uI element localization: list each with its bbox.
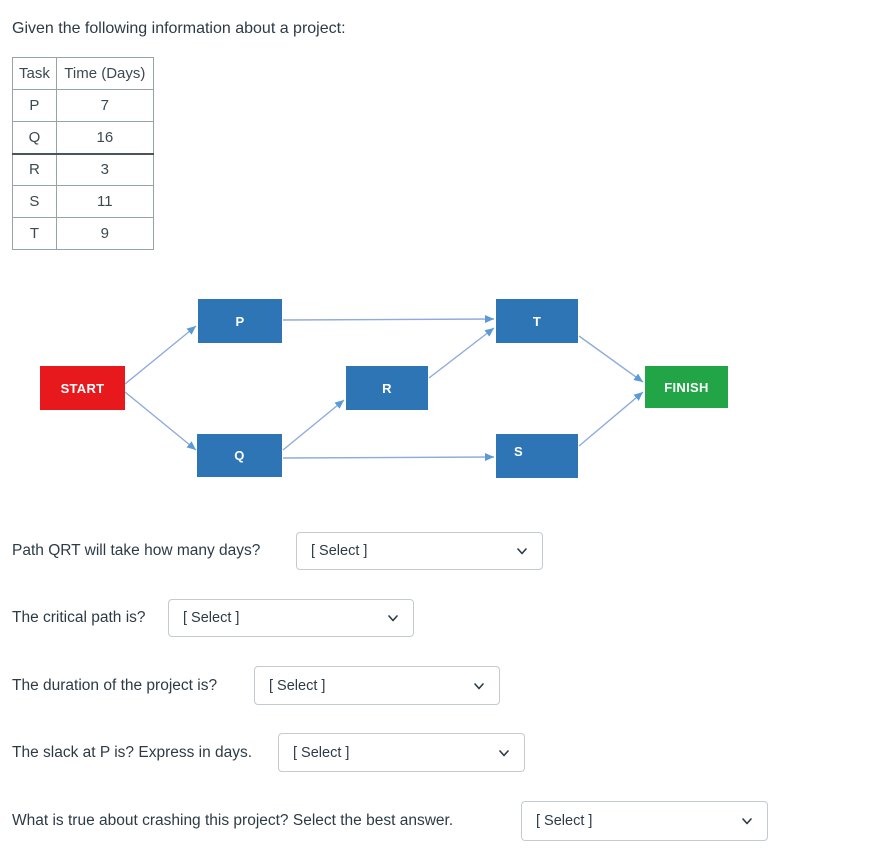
edge-start-q <box>124 391 197 451</box>
chevron-down-icon <box>388 615 398 622</box>
edge-s-finish <box>578 391 644 447</box>
project-network-diagram: START P Q R T S FINISH <box>0 280 780 495</box>
task-cell: T <box>12 217 57 250</box>
task-cell: Q <box>12 121 57 155</box>
chevron-down-icon <box>742 818 752 825</box>
node-p: P <box>198 299 282 343</box>
node-q: Q <box>197 434 282 477</box>
edge-t-finish <box>578 335 644 383</box>
edge-p-t <box>282 315 495 324</box>
node-t: T <box>496 299 578 343</box>
question-3-select[interactable]: [ Select ] <box>254 666 500 705</box>
task-cell: R <box>12 153 57 186</box>
table-header-row: Task Time (Days) <box>12 57 154 90</box>
chevron-down-icon <box>517 548 527 555</box>
time-cell: 16 <box>55 121 154 155</box>
question-1-label: Path QRT will take how many days? <box>12 542 261 559</box>
time-cell: 7 <box>55 89 154 122</box>
chevron-down-icon <box>499 749 509 756</box>
question-5-select[interactable]: [ Select ] <box>521 801 768 841</box>
edge-q-s <box>282 453 495 462</box>
diagram-edges <box>124 315 644 462</box>
task-time-table: Task Time (Days) P 7 Q 16 R 3 S 11 T 9 <box>12 57 154 250</box>
table-row: Q 16 <box>12 121 154 155</box>
question-4-select[interactable]: [ Select ] <box>278 733 525 772</box>
table-row: R 3 <box>12 153 154 186</box>
table-row: P 7 <box>12 89 154 122</box>
question-3-label: The duration of the project is? <box>12 677 218 694</box>
question-2-select[interactable]: [ Select ] <box>168 599 414 637</box>
node-s: S <box>496 434 578 478</box>
table-row: T 9 <box>12 217 154 250</box>
select-placeholder: [ Select ] <box>183 610 240 626</box>
chevron-down-icon <box>474 682 484 689</box>
table-row: S 11 <box>12 185 154 218</box>
select-placeholder: [ Select ] <box>536 813 593 829</box>
task-cell: P <box>12 89 57 122</box>
node-r: R <box>346 366 428 410</box>
table-header-time: Time (Days) <box>55 57 154 90</box>
time-cell: 9 <box>55 217 154 250</box>
edge-r-t <box>428 327 495 379</box>
edge-start-p <box>124 325 197 385</box>
page-title: Given the following information about a … <box>12 20 346 37</box>
table-header-task: Task <box>12 57 57 90</box>
select-placeholder: [ Select ] <box>293 744 350 761</box>
question-5-label: What is true about crashing this project… <box>12 812 454 829</box>
node-finish: FINISH <box>645 366 728 408</box>
edge-q-r <box>282 399 345 451</box>
time-cell: 11 <box>55 185 154 218</box>
question-1-select[interactable]: [ Select ] <box>296 532 543 570</box>
task-cell: S <box>12 185 57 218</box>
select-placeholder: [ Select ] <box>269 677 326 694</box>
time-cell: 3 <box>55 153 154 186</box>
question-4-label: The slack at P is? Express in days. <box>12 744 253 761</box>
node-start: START <box>40 366 125 410</box>
question-2-label: The critical path is? <box>12 609 146 626</box>
select-placeholder: [ Select ] <box>311 543 368 559</box>
